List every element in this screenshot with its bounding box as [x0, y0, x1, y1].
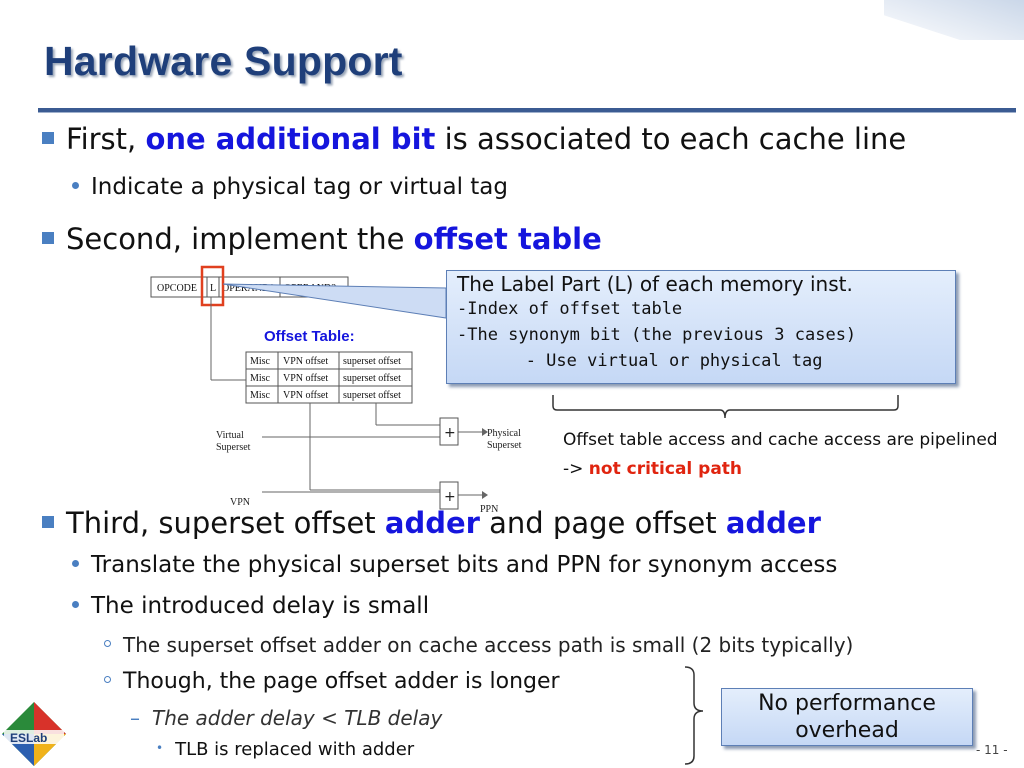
- svg-text:superset offset: superset offset: [343, 390, 401, 401]
- sub-bullet-delay: The introduced delay is small: [72, 593, 429, 619]
- bottom-brace: [684, 666, 704, 765]
- highlight-text: adder: [384, 506, 480, 540]
- svg-text:VPN offset: VPN offset: [283, 390, 328, 401]
- highlight-text: one additional bit: [145, 122, 436, 156]
- slide-title: Hardware Support: [44, 38, 403, 84]
- dot-bullet-icon: [72, 560, 79, 567]
- adder-symbol: +: [444, 425, 456, 441]
- sub-sub-bullet-superset: The superset offset adder on cache acces…: [104, 633, 853, 657]
- highlight-text: adder: [725, 506, 821, 540]
- bullet-text: Third, superset offset: [66, 506, 385, 540]
- label-superset: Superset: [487, 440, 522, 451]
- bullet-text: TLB is replaced with adder: [175, 739, 415, 760]
- pipeline-note: Offset table access and cache access are…: [563, 426, 1003, 484]
- svg-text:Misc: Misc: [250, 356, 271, 367]
- square-bullet-icon: [42, 232, 54, 244]
- label-part-callout: The Label Part (L) of each memory inst. …: [446, 270, 956, 384]
- bullet-text: Second, implement the: [66, 222, 414, 256]
- label-physical: Physical: [487, 428, 521, 439]
- eslab-logo: ESLab: [2, 702, 66, 766]
- bullet-text: is associated to each cache line: [435, 122, 907, 156]
- bullet-text: Indicate a physical tag or virtual tag: [91, 174, 508, 200]
- field-operand1: OPERAND1: [222, 283, 274, 294]
- svg-text:superset offset: superset offset: [343, 356, 401, 367]
- offset-table-title: Offset Table:: [264, 328, 355, 345]
- svg-text:Misc: Misc: [250, 390, 271, 401]
- dash-bullet-icon: –: [130, 706, 140, 730]
- bullet-text: and page offset: [479, 506, 726, 540]
- highlight-text: offset table: [413, 222, 602, 256]
- bullet-text: The introduced delay is small: [91, 593, 430, 619]
- title-divider: [38, 108, 1016, 113]
- bullet-third: Third, superset offset adder and page of…: [42, 506, 821, 540]
- field-l: L: [210, 283, 216, 294]
- callout-brace: [552, 395, 899, 419]
- diagram-wires: [210, 297, 482, 496]
- level5-bullet: • TLB is replaced with adder: [156, 739, 414, 760]
- page-number: - 11 -: [976, 743, 1008, 757]
- bullet-first: First, one additional bit is associated …: [42, 122, 906, 156]
- table-row: Misc VPN offset superset offset: [250, 356, 401, 367]
- offset-table: [245, 351, 413, 404]
- note-highlight: not critical path: [588, 459, 743, 479]
- callout-heading: The Label Part (L) of each memory inst.: [457, 272, 853, 296]
- bullet-text: Though, the page offset adder is longer: [123, 669, 560, 694]
- callout-row: -Index of offset table: [457, 299, 683, 319]
- svg-text:superset offset: superset offset: [343, 373, 401, 384]
- square-bullet-icon: [42, 132, 54, 144]
- note-text: Offset table access and cache access are…: [563, 430, 998, 479]
- label-virtual: Virtual: [216, 430, 244, 441]
- sub-bullet-translate: Translate the physical superset bits and…: [72, 552, 837, 578]
- bullet-text: The superset offset adder on cache acces…: [123, 633, 854, 657]
- square-bullet-icon: [42, 516, 54, 528]
- label-vpn: VPN: [230, 497, 250, 508]
- callout-pointer: [222, 283, 447, 319]
- label-ppn: PPN: [480, 504, 498, 515]
- svg-text:VPN offset: VPN offset: [283, 356, 328, 367]
- bullet-text: Translate the physical superset bits and…: [91, 552, 838, 578]
- callout-row: - Use virtual or physical tag: [495, 351, 823, 371]
- svg-text:ESLab: ESLab: [10, 731, 47, 745]
- level4-bullet: –The adder delay < TLB delay: [130, 706, 442, 730]
- ring-bullet-icon: [104, 640, 111, 647]
- table-row: Misc VPN offset superset offset: [250, 390, 401, 401]
- sub-bullet-tag: Indicate a physical tag or virtual tag: [72, 174, 508, 200]
- sub-sub-bullet-page: Though, the page offset adder is longer: [104, 669, 560, 694]
- dot-bullet-icon: [72, 601, 79, 608]
- table-row: Misc VPN offset superset offset: [250, 373, 401, 384]
- small-bullet-icon: •: [156, 741, 164, 755]
- callout-row: -The synonym bit (the previous 3 cases): [457, 325, 857, 345]
- field-opcode: OPCODE: [157, 283, 197, 294]
- adder-symbol: +: [444, 489, 456, 505]
- ring-bullet-icon: [104, 675, 111, 683]
- bullet-text: The adder delay < TLB delay: [152, 706, 443, 730]
- bullet-text: First,: [66, 122, 146, 156]
- superset-adder: [439, 417, 459, 446]
- dot-bullet-icon: [72, 182, 79, 189]
- page-adder: [439, 481, 459, 510]
- l-field-marker: [200, 265, 225, 307]
- bullet-second: Second, implement the offset table: [42, 222, 602, 256]
- svg-text:Misc: Misc: [250, 373, 271, 384]
- performance-box: No performance overhead: [721, 688, 973, 746]
- svg-text:VPN offset: VPN offset: [283, 373, 328, 384]
- label-superset: Superset: [216, 442, 251, 453]
